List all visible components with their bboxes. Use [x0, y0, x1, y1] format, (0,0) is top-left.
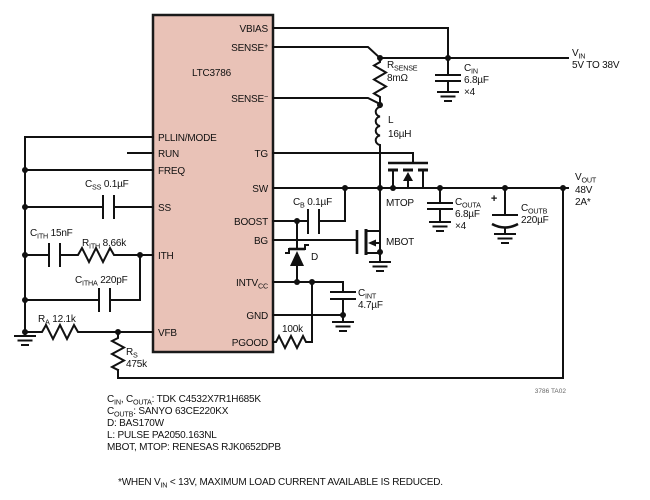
- pin-label-intvcc: INTVCC: [236, 278, 268, 291]
- label-couta-qty: ×4: [455, 221, 467, 232]
- label-vin-range: 5V TO 38V: [572, 60, 620, 71]
- label-vin: VIN: [572, 48, 585, 61]
- label-coutb: COUTB: [521, 203, 548, 216]
- label-cint: CINT: [358, 288, 377, 301]
- pin-label-pllin-mode: PLLIN/MODE: [158, 133, 217, 144]
- label-rsense-value: 8mΩ: [387, 73, 408, 84]
- cap-citha: [24, 254, 141, 312]
- wire-sense-plus: [272, 46, 382, 60]
- label-couta: COUTA: [455, 197, 481, 210]
- power-stage: MTOP CB 0.1µF MBOT D CINT 4.7µF 100k: [117, 152, 597, 379]
- label-100k: 100k: [282, 324, 304, 335]
- notes-block: 3786 TA02 CIN, COUTA: TDK C4532X7R1H685K…: [107, 388, 566, 490]
- ground-coutb-icon: [494, 233, 516, 244]
- cap-cint: [272, 281, 356, 323]
- cap-css: [24, 195, 154, 219]
- resistor-rsense: [372, 57, 388, 106]
- label-ra: RA 12.1k: [38, 314, 77, 327]
- label-mbot: MBOT: [386, 237, 414, 248]
- label-coutb-value: 220µF: [521, 215, 549, 226]
- label-cin-qty: ×4: [464, 87, 476, 98]
- pin-label-sense-minus: SENSE−: [231, 92, 268, 105]
- ground-rail-icon: [14, 335, 36, 346]
- pin-label-tg: TG: [255, 149, 269, 160]
- inductor-l: [374, 104, 381, 189]
- label-rs-value: 475k: [126, 359, 148, 370]
- bom-line-5: MBOT, MTOP: RENESAS RJK0652DPB: [107, 442, 281, 453]
- label-inductor-value: 16µH: [388, 129, 411, 140]
- label-cith: CITH 15nF: [30, 228, 73, 241]
- label-cin-value: 6.8µF: [464, 75, 489, 86]
- bom-line-2: COUTB: SANYO 63CE220KX: [107, 406, 229, 419]
- vin-section: RSENSE 8mΩ L 16µH CIN 6.8µF ×4 VIN 5V TO…: [272, 27, 620, 189]
- ground-couta-icon: [429, 221, 451, 232]
- pin-label-ss: SS: [158, 203, 171, 214]
- label-rith: RITH 8.66k: [82, 238, 127, 251]
- label-cin: CIN: [464, 63, 478, 76]
- ic-block: LTC3786 VBIAS SENSE+ SENSE− TG SW BOOST …: [151, 13, 275, 354]
- wire-tg: [272, 152, 414, 164]
- cap-coutb-curved-plate: [491, 222, 519, 229]
- pin-label-pgood: PGOOD: [232, 338, 268, 349]
- cap-cin: [435, 57, 461, 93]
- left-ground-rail: [24, 136, 154, 337]
- ground-mbot-icon: [369, 261, 391, 272]
- pin-label-run: RUN: [158, 149, 179, 160]
- ground-cint-icon: [332, 321, 354, 332]
- pin-label-gnd: GND: [246, 311, 268, 322]
- pin-label-boost: BOOST: [234, 217, 268, 228]
- wire-sense-minus: [272, 97, 382, 106]
- junction-dots: [22, 55, 566, 335]
- cap-coutb: [492, 187, 518, 216]
- pin-label-freq: FREQ: [158, 166, 185, 177]
- label-css: CSS 0.1µF: [85, 179, 129, 192]
- label-couta-value: 6.8µF: [455, 209, 480, 220]
- resistor-pgood: [272, 281, 313, 351]
- pin-label-vbias: VBIAS: [240, 24, 269, 35]
- figure-id: 3786 TA02: [535, 388, 567, 395]
- bom-line-4: L: PULSE PA2050.163NL: [107, 430, 217, 441]
- ground-cin-icon: [437, 91, 459, 102]
- left-network: CSS 0.1µF CITH 15nF RITH 8.66k CITHA 220…: [14, 136, 154, 372]
- bom-line-1: CIN, COUTA: TDK C4532X7R1H685K: [107, 394, 261, 407]
- label-rs: RS: [126, 347, 138, 360]
- ic-body: [151, 13, 275, 354]
- bom-line-3: D: BAS170W: [107, 418, 165, 429]
- label-rsense: RSENSE: [387, 60, 418, 73]
- label-vout-current: 2A*: [575, 197, 591, 208]
- pin-label-sw: SW: [252, 184, 268, 195]
- mosfet-mtop: [388, 161, 428, 189]
- footnote: *WHEN VIN < 13V, MAXIMUM LOAD CURRENT AV…: [118, 477, 443, 490]
- label-vout-voltage: 48V: [575, 185, 593, 196]
- resistor-rs: [109, 331, 127, 372]
- label-mtop: MTOP: [386, 198, 414, 209]
- pin-label-sense-plus: SENSE+: [231, 41, 268, 54]
- label-citha: CITHA 220pF: [75, 275, 128, 288]
- label-d: D: [311, 252, 318, 263]
- ic-name: LTC3786: [192, 68, 232, 79]
- wire-vbias: [272, 27, 449, 59]
- label-cb: CB 0.1µF: [293, 197, 332, 210]
- resistor-ra: [24, 322, 154, 342]
- cith-rith-branch: [24, 243, 154, 267]
- cap-couta: [427, 187, 453, 223]
- label-coutb-plus: +: [491, 193, 497, 205]
- label-cint-value: 4.7µF: [358, 300, 383, 311]
- cap-cb: [272, 187, 346, 234]
- pin-label-vfb: VFB: [158, 328, 177, 339]
- pin-label-ith: ITH: [158, 251, 174, 262]
- pin-label-bg: BG: [254, 236, 268, 247]
- mosfet-mbot: [272, 187, 391, 272]
- label-inductor: L: [388, 115, 394, 126]
- label-vout: VOUT: [575, 172, 597, 185]
- wire-feedback: [117, 187, 564, 379]
- diode-d: [285, 220, 309, 283]
